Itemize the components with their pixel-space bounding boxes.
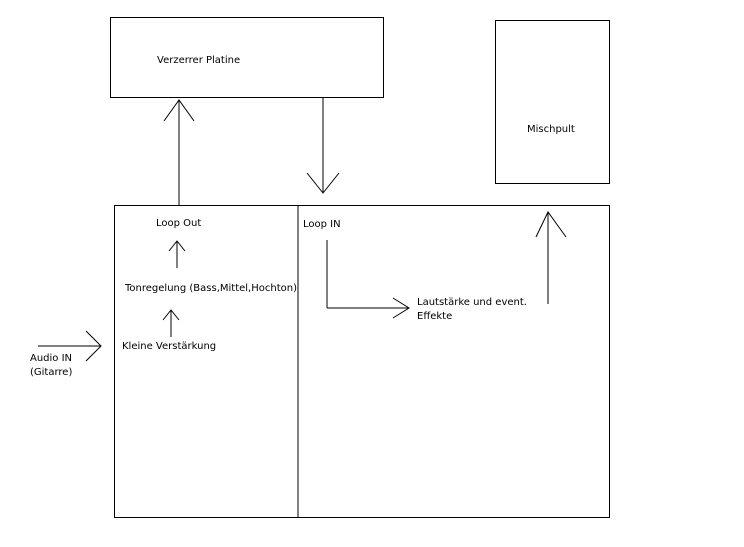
arrow-from-distortion-board — [306, 98, 340, 194]
tone-control-label: Tonregelung (Bass,Mittel,Hochton) — [125, 283, 297, 294]
loop-out-label: Loop Out — [156, 218, 202, 229]
distortion-board-box — [110, 17, 384, 98]
mixer-box — [495, 20, 610, 184]
mixer-label: Mischpult — [527, 124, 575, 135]
audio-in-label-line1: Audio IN — [30, 353, 73, 364]
distortion-board-label: Verzerrer Platine — [157, 55, 241, 66]
arrow-to-mixer — [535, 211, 567, 304]
volume-effects-label-line1: Lautstärke und event. — [417, 297, 527, 308]
loop-in-label: Loop IN — [303, 219, 341, 230]
small-amplification-label: Kleine Verstärkung — [122, 341, 217, 352]
arrow-loop-in-to-volume — [326, 240, 410, 319]
arrow-to-loop-out — [168, 240, 186, 268]
main-unit-box — [114, 205, 610, 518]
volume-effects-label-line2: Effekte — [417, 311, 453, 322]
arrow-to-distortion-board — [163, 99, 195, 205]
arrow-audio-in — [38, 330, 102, 362]
audio-in-label-line2: (Gitarre) — [30, 367, 73, 378]
arrow-to-tone-control — [162, 309, 180, 337]
